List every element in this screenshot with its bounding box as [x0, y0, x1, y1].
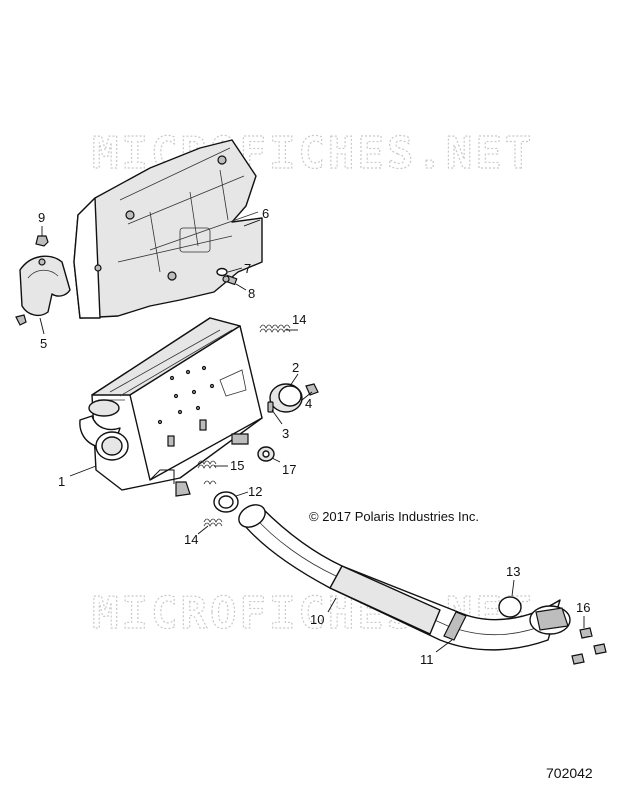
grommet-17 [257, 446, 275, 462]
callout-9: 9 [38, 210, 45, 225]
heat-shield [73, 139, 263, 319]
washer-7 [216, 267, 228, 277]
leader-lines [39, 219, 585, 653]
small-heat-shield [19, 255, 71, 317]
callout-7: 7 [244, 261, 251, 276]
callout-3: 3 [282, 426, 289, 441]
bolt-4 [305, 383, 319, 396]
spring-14-top [259, 324, 291, 333]
copyright-notice: © 2017 Polaris Industries Inc. [309, 509, 479, 524]
head-pipe [238, 504, 571, 651]
end-cap-2 [269, 383, 303, 413]
callout-6: 6 [262, 206, 269, 221]
callout-15: 15 [230, 458, 244, 473]
callout-10: 10 [310, 612, 324, 627]
gasket-12 [213, 491, 239, 513]
spring-mid [203, 480, 217, 485]
callout-17: 17 [282, 462, 296, 477]
callout-14-top: 14 [292, 312, 306, 327]
clamp-11 [443, 611, 467, 641]
nut-5 [15, 314, 27, 326]
callout-8: 8 [248, 286, 255, 301]
bolts-16 [571, 627, 607, 665]
muffler [79, 317, 263, 497]
callout-13: 13 [506, 564, 520, 579]
callout-11: 11 [420, 652, 434, 667]
callout-4: 4 [305, 396, 312, 411]
callout-16: 16 [576, 600, 590, 615]
callout-2: 2 [292, 360, 299, 375]
bolt-9 [35, 235, 49, 247]
screw-3 [267, 401, 274, 413]
gasket-13 [498, 596, 522, 618]
spring-14-bottom [203, 518, 223, 527]
callout-12: 12 [248, 484, 262, 499]
callout-1: 1 [58, 474, 65, 489]
spring-15 [197, 460, 217, 469]
callout-14-bottom: 14 [184, 532, 198, 547]
callout-5: 5 [40, 336, 47, 351]
drawing-number: 702042 [546, 765, 593, 781]
bolt-8 [222, 274, 238, 286]
